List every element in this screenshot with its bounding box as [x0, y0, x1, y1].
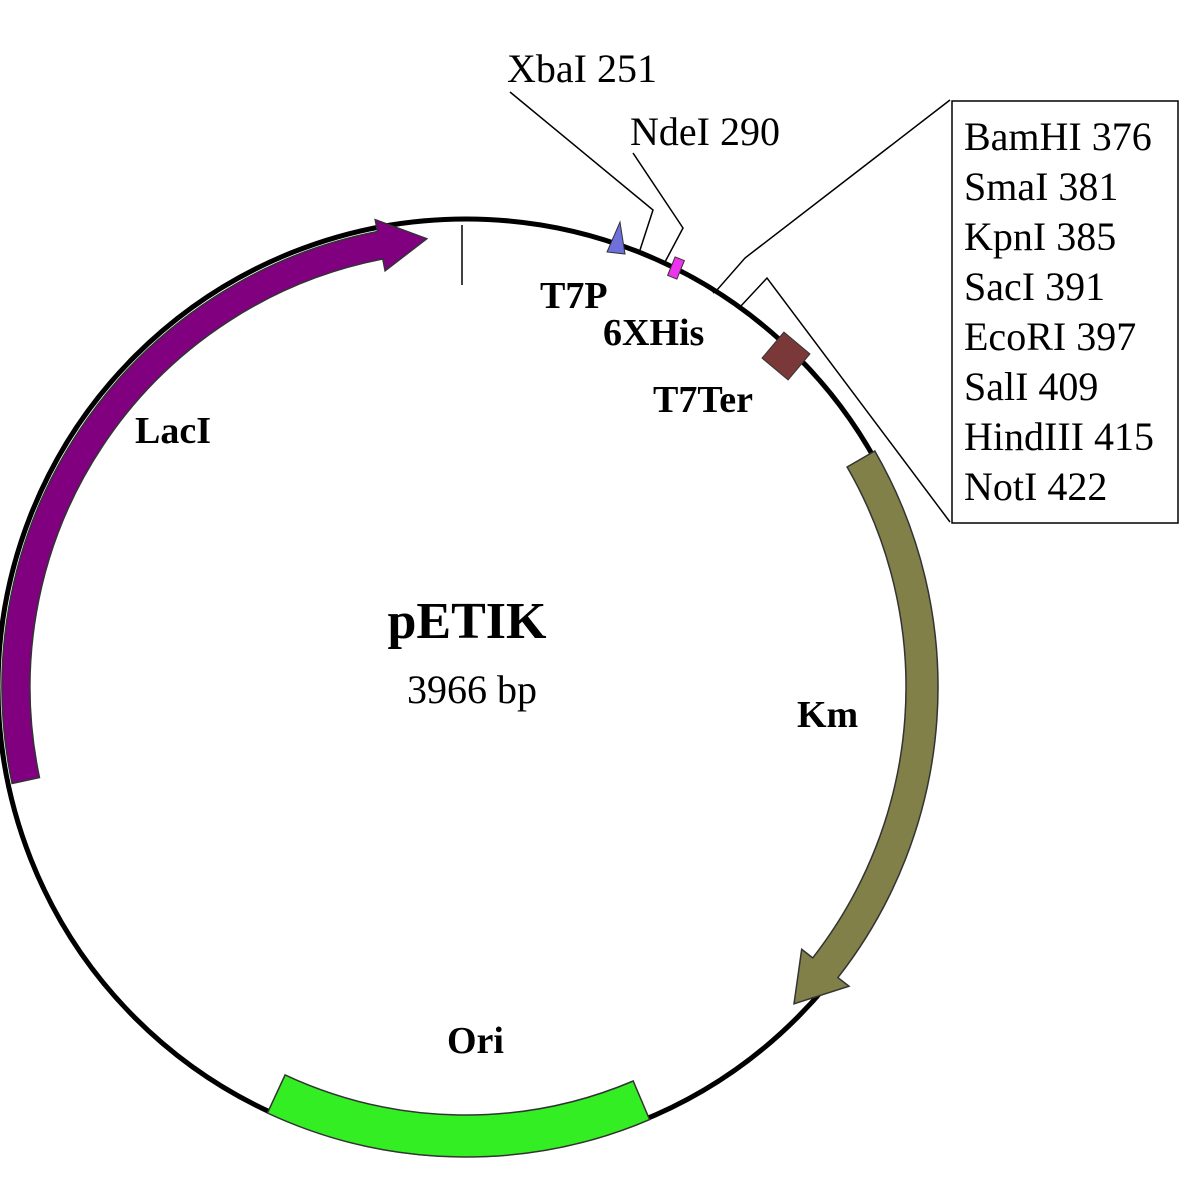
mcs-site-label: SmaI 381	[964, 164, 1118, 209]
mcs-site-label: BamHI 376	[964, 114, 1152, 159]
mcs-site-label: KpnI 385	[964, 214, 1116, 259]
mcs-leader-line	[712, 99, 951, 294]
t7p-label: T7P	[540, 275, 608, 317]
plasmid-size: 3966 bp	[407, 667, 537, 712]
mcs-site-label: EcoRI 397	[964, 314, 1136, 359]
xbai-site-label: XbaI 251	[507, 46, 657, 91]
km-feature-arrow	[793, 449, 939, 1005]
plasmid-name: pETIK	[388, 593, 548, 650]
xbai-leader-line	[509, 91, 654, 251]
mcs-site-list: BamHI 376 SmaI 381 KpnI 385 SacI 391 Eco…	[964, 114, 1154, 509]
his-tag-box	[666, 256, 686, 280]
ndei-leader-line	[632, 152, 684, 263]
mcs-site-label: NotI 422	[964, 464, 1107, 509]
t7ter-terminator-box	[761, 331, 811, 381]
mcs-leader-line-lower	[739, 276, 951, 523]
laci-feature-arrow	[1, 218, 429, 785]
mcs-site-label: HindIII 415	[964, 414, 1154, 459]
ori-feature-block	[266, 1073, 651, 1158]
mcs-site-label: SalI 409	[964, 364, 1098, 409]
km-label: Km	[797, 694, 858, 736]
ndei-site-label: NdeI 290	[630, 109, 780, 154]
t7ter-label: T7Ter	[653, 379, 753, 421]
his-tag-label: 6XHis	[603, 312, 704, 354]
mcs-site-box	[951, 100, 1179, 524]
laci-label: LacI	[135, 410, 211, 452]
ori-label: Ori	[447, 1020, 504, 1062]
mcs-site-label: SacI 391	[964, 264, 1105, 309]
t7p-promoter-triangle	[606, 220, 626, 255]
